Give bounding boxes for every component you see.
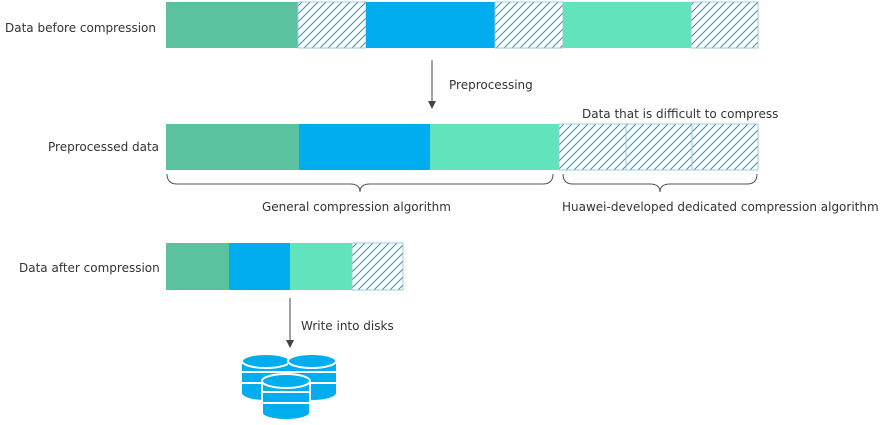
segment-mint: [430, 124, 559, 170]
label-preprocessed: Preprocessed data: [48, 140, 159, 154]
database-cylinder: [261, 373, 311, 421]
label-after: Data after compression: [19, 261, 160, 275]
segment-mint: [563, 2, 691, 48]
segment-blue: [299, 124, 430, 170]
segment-hatched: [494, 1, 564, 49]
label-dedicated: Huawei-developed dedicated compression a…: [562, 200, 879, 214]
label-preprocessing: Preprocessing: [449, 78, 533, 92]
label-difficult: Data that is difficult to compress: [582, 107, 778, 121]
database-stack-icon: [241, 353, 337, 421]
label-write: Write into disks: [301, 319, 394, 333]
segment-green: [166, 2, 298, 48]
segment-hatched: [297, 1, 367, 49]
bar-before: [166, 1, 759, 49]
segment-hatched: [691, 123, 759, 171]
brace-dedicated: [562, 173, 758, 193]
segment-hatched: [351, 242, 404, 291]
segment-blue: [229, 243, 290, 290]
brace-general: [166, 173, 554, 193]
segment-green: [166, 243, 229, 290]
segment-blue: [366, 2, 495, 48]
bar-after: [166, 242, 404, 291]
segment-hatched: [558, 123, 627, 171]
segment-mint: [290, 243, 352, 290]
label-before: Data before compression: [5, 21, 156, 35]
segment-hatched: [690, 1, 759, 49]
segment-hatched: [625, 123, 693, 171]
bar-preprocessed: [166, 123, 759, 171]
label-general: General compression algorithm: [262, 200, 451, 214]
segment-green: [166, 124, 299, 170]
